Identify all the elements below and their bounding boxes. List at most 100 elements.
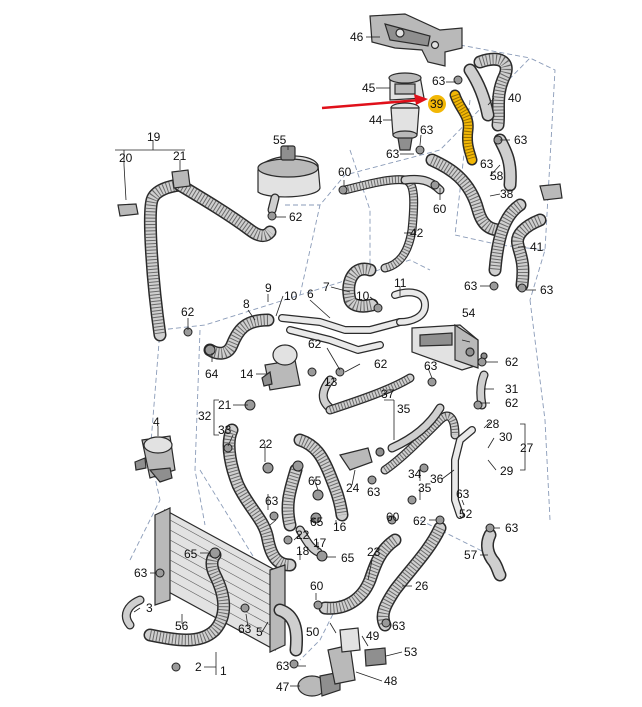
label-63: 63 — [456, 487, 470, 501]
label-63: 63 — [514, 133, 528, 147]
hose-part-33 — [222, 423, 297, 572]
part-50 — [339, 627, 361, 653]
pipe-part-36 — [451, 426, 476, 519]
label-9: 9 — [265, 281, 272, 295]
label-7: 7 — [323, 280, 330, 294]
hose-part-37 — [380, 403, 460, 475]
label-63: 63 — [276, 659, 290, 673]
label-63: 63 — [540, 283, 554, 297]
label-50: 50 — [306, 625, 320, 639]
connector-part-24 — [339, 447, 385, 471]
label-63: 63 — [392, 619, 406, 633]
label-62: 62 — [374, 357, 388, 371]
label-35: 35 — [418, 481, 432, 495]
label-21: 21 — [173, 149, 187, 163]
label-18: 18 — [296, 544, 310, 558]
label-17: 17 — [313, 536, 327, 550]
pump-part-4 — [134, 435, 176, 483]
hose-part-22 — [281, 463, 303, 532]
part-labels: 46 63 45 39 40 44 63 63 63 55 19 20 21 6… — [119, 30, 554, 694]
label-65: 65 — [341, 551, 355, 565]
label-3: 3 — [146, 601, 153, 615]
label-13: 13 — [324, 375, 338, 389]
label-34: 34 — [408, 467, 422, 481]
label-23: 23 — [367, 545, 381, 559]
aux-pump-part-14 — [261, 344, 301, 391]
hose-part-57 — [480, 528, 507, 582]
label-41: 41 — [530, 240, 544, 254]
label-60: 60 — [433, 202, 447, 216]
label-22: 22 — [296, 528, 310, 542]
label-14: 14 — [240, 367, 254, 381]
label-48: 48 — [384, 674, 398, 688]
label-65: 65 — [184, 547, 198, 561]
expansion-tank-part-55 — [257, 145, 321, 215]
label-63: 63 — [386, 147, 400, 161]
hose-part-19 — [117, 169, 277, 342]
label-62: 62 — [181, 305, 195, 319]
label-56: 56 — [175, 619, 189, 633]
label-1: 1 — [220, 664, 227, 678]
hose-part-8 — [203, 313, 275, 360]
label-16: 16 — [333, 520, 347, 534]
label-42: 42 — [410, 226, 424, 240]
label-63: 63 — [238, 622, 252, 636]
label-19: 19 — [147, 130, 161, 144]
hose-clamps — [155, 75, 527, 672]
label-21: 21 — [218, 398, 232, 412]
label-55: 55 — [273, 133, 287, 147]
label-28: 28 — [486, 417, 500, 431]
part-49 — [364, 647, 387, 667]
label-63: 63 — [505, 521, 519, 535]
leader-lines — [115, 36, 536, 687]
hose-part-31 — [476, 370, 489, 410]
hose-part-26 — [376, 521, 447, 632]
label-32: 32 — [198, 409, 212, 423]
label-65: 65 — [308, 474, 322, 488]
label-6: 6 — [307, 287, 314, 301]
label-31: 31 — [505, 382, 519, 396]
bracket-part-46 — [369, 13, 463, 67]
label-2: 2 — [195, 660, 202, 674]
label-24: 24 — [346, 481, 360, 495]
label-63: 63 — [480, 157, 494, 171]
label-63: 63 — [134, 566, 148, 580]
highlight-badge — [428, 95, 446, 113]
label-54: 54 — [462, 306, 476, 320]
label-10: 10 — [284, 289, 298, 303]
upper-right-hoses — [425, 52, 563, 292]
label-36: 36 — [430, 472, 444, 486]
label-60: 60 — [338, 165, 352, 179]
hose-part-5 — [273, 603, 304, 657]
label-27: 27 — [520, 441, 534, 455]
label-63: 63 — [432, 74, 446, 88]
lower-radiator-hose — [143, 548, 231, 647]
hose-part-17 — [295, 525, 323, 557]
label-63: 63 — [367, 485, 381, 499]
label-63: 63 — [424, 359, 438, 373]
label-47: 47 — [276, 680, 290, 694]
label-40: 40 — [508, 91, 522, 105]
hose-part-3 — [121, 595, 145, 630]
label-10: 10 — [356, 289, 370, 303]
label-44: 44 — [369, 113, 383, 127]
label-63: 63 — [464, 279, 478, 293]
hose-part-42 — [340, 174, 445, 273]
pipe-part-6 — [278, 288, 429, 354]
filter-part-44 — [390, 102, 420, 151]
label-29: 29 — [500, 464, 514, 478]
highlight-arrow — [321, 94, 428, 110]
label-22: 22 — [259, 437, 273, 451]
label-63: 63 — [420, 123, 434, 137]
label-57: 57 — [464, 548, 478, 562]
label-62: 62 — [413, 514, 427, 528]
label-60: 60 — [386, 510, 400, 524]
label-62: 62 — [505, 396, 519, 410]
label-62: 62 — [308, 337, 322, 351]
label-8: 8 — [243, 297, 250, 311]
label-46: 46 — [350, 30, 364, 44]
label-37: 37 — [381, 387, 395, 401]
label-52: 52 — [459, 507, 473, 521]
hose-part-12 — [325, 373, 415, 415]
